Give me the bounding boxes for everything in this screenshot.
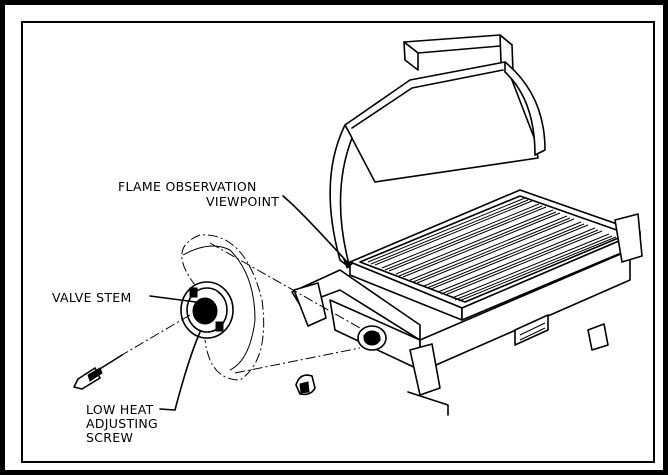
knob-dark-face bbox=[299, 381, 310, 394]
lid-inner-edge bbox=[351, 69, 504, 129]
leg-front-left bbox=[409, 343, 441, 396]
valve-detail-callout bbox=[180, 234, 361, 381]
flame-leader-arrow bbox=[343, 258, 353, 269]
label-flame-observation: FLAME OBSERVATION bbox=[118, 179, 257, 194]
leg-foot bbox=[407, 391, 449, 416]
label-valve-stem: VALVE STEM bbox=[52, 290, 132, 305]
lid-handle bbox=[403, 34, 513, 54]
valve-stem-leader-line bbox=[149, 295, 197, 303]
detail-tab-1 bbox=[189, 287, 198, 298]
grill-illustration bbox=[291, 34, 643, 416]
lid-panel bbox=[344, 61, 539, 183]
callout-ellipse bbox=[181, 234, 265, 381]
flame-leader-line bbox=[282, 195, 349, 264]
label-adjusting: ADJUSTING bbox=[86, 416, 158, 431]
lid-handle-left-bracket bbox=[403, 41, 419, 71]
detail-outer-ring bbox=[182, 245, 256, 371]
detail-tab-2 bbox=[215, 321, 224, 332]
screwdriver-icon bbox=[73, 314, 191, 390]
label-low-heat: LOW HEAT bbox=[86, 402, 154, 417]
leg-rear-right bbox=[614, 213, 643, 263]
leg-rear-left bbox=[293, 282, 327, 327]
callout-line-bottom bbox=[234, 347, 361, 374]
callout-line-top bbox=[209, 242, 361, 329]
low-heat-leader-line bbox=[159, 331, 201, 411]
diagram-inner-border bbox=[21, 21, 655, 463]
label-screw: SCREW bbox=[86, 430, 133, 445]
tool-path bbox=[121, 314, 191, 356]
cooking-grate bbox=[367, 197, 617, 302]
leg-front-right bbox=[587, 323, 609, 351]
lid-right-wing bbox=[504, 61, 546, 156]
label-viewpoint: VIEWPOINT bbox=[206, 194, 279, 209]
